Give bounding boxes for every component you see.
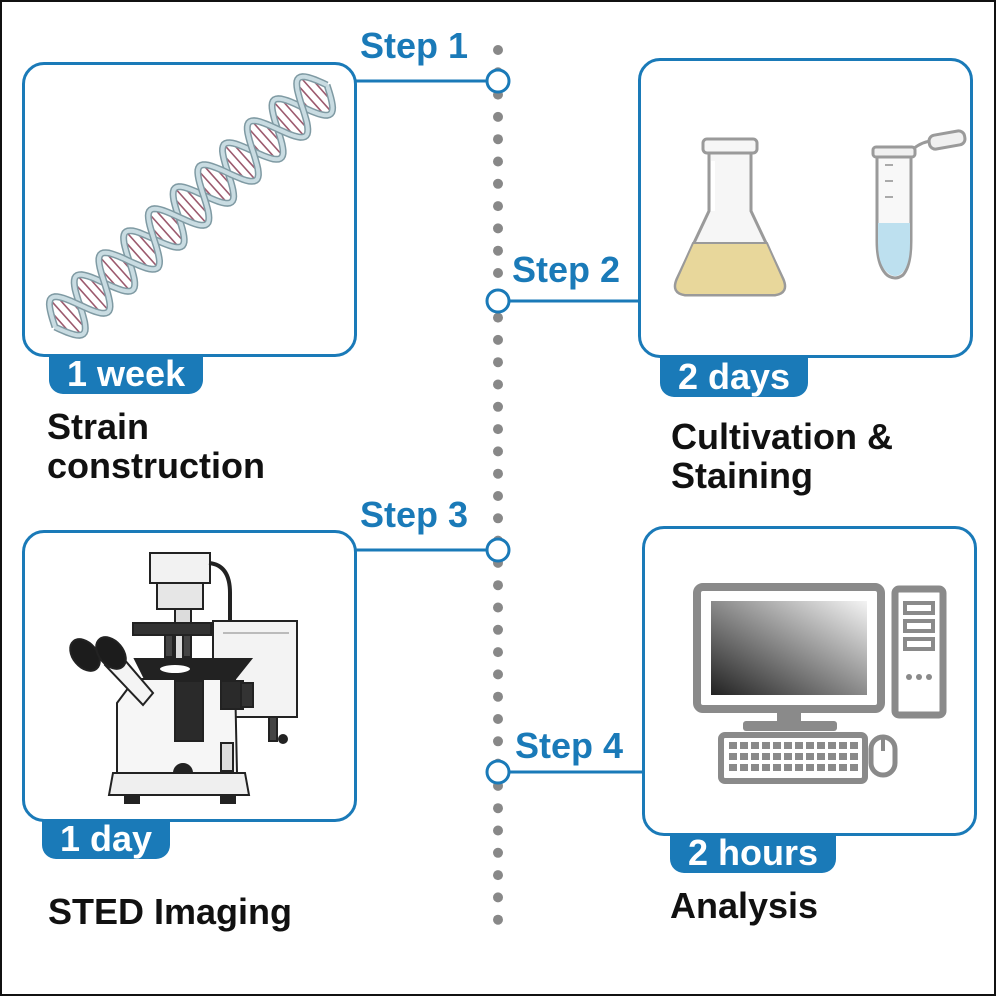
- timeline-node-step-4: [485, 759, 511, 785]
- step-1-caption-line-2: construction: [47, 445, 266, 486]
- timeline-dot: [493, 223, 503, 234]
- step-3-caption: STED Imaging: [48, 892, 292, 931]
- timeline-dot: [493, 691, 503, 702]
- step-4-caption: Analysis: [670, 886, 818, 925]
- step-3-panel: [22, 530, 357, 822]
- timeline-dot: [493, 624, 503, 635]
- timeline-dot: [493, 111, 503, 122]
- microcentrifuge-tube-icon: [871, 129, 967, 280]
- timeline-dot: [493, 357, 503, 368]
- flask-and-tube-icon: [673, 129, 967, 297]
- tower-case-icon: [891, 585, 947, 719]
- step-4-panel: [642, 526, 977, 836]
- timeline-dot: [493, 491, 503, 501]
- step-2-caption-line-2: Staining: [671, 455, 813, 496]
- keyboard-icon: [718, 732, 868, 784]
- timeline-dot: [493, 803, 503, 814]
- timeline-dot: [493, 914, 503, 925]
- timeline-dot: [493, 892, 503, 903]
- timeline-dot: [493, 446, 503, 457]
- timeline-node-step-3: [485, 537, 511, 563]
- step-2-caption-line-1: Cultivation &: [671, 416, 893, 457]
- timeline-dot: [493, 45, 503, 55]
- step-4-caption-line-1: Analysis: [670, 885, 819, 926]
- microscope-icon: [69, 552, 298, 804]
- erlenmeyer-flask-icon: [673, 137, 787, 297]
- step-2-panel: [638, 58, 973, 358]
- timeline-node-step-1: [485, 68, 511, 94]
- dna-double-helix-icon: [45, 73, 337, 339]
- timeline-dot: [493, 580, 503, 591]
- step-4-label: Step 4: [515, 725, 624, 766]
- step-1-panel: [22, 62, 357, 357]
- timeline-dot: [493, 714, 503, 724]
- timeline-dot: [493, 268, 503, 278]
- timeline-dot: [493, 669, 503, 680]
- timeline-dot: [493, 156, 503, 167]
- timeline-dot: [493, 825, 503, 836]
- step-1-caption-line-1: Strain: [47, 406, 150, 447]
- step-1-caption: Strain construction: [47, 407, 265, 485]
- timeline-dot: [493, 513, 503, 524]
- timeline-dot: [493, 201, 503, 212]
- timeline-dot: [493, 379, 503, 390]
- timeline-dot: [493, 647, 503, 658]
- timeline-dot: [493, 134, 503, 145]
- step-connectors: [354, 68, 644, 785]
- timeline-dot: [493, 468, 503, 479]
- step-3-caption-line-1: STED Imaging: [48, 891, 293, 932]
- timeline-dot: [493, 245, 503, 256]
- timeline-dotted-line: [493, 45, 503, 925]
- step-3-duration-badge: 1 day: [42, 819, 171, 859]
- timeline-dot: [493, 334, 503, 345]
- timeline-dot: [493, 870, 503, 881]
- timeline-dot: [493, 424, 503, 435]
- timeline-dot: [493, 178, 503, 189]
- timeline-node-step-2: [485, 288, 511, 314]
- step-4-duration-badge: 2 hours: [670, 833, 837, 873]
- timeline-dot: [493, 736, 503, 747]
- mouse-icon: [868, 734, 898, 778]
- step-2-duration-badge: 2 days: [660, 357, 809, 397]
- monitor-icon: [693, 583, 885, 731]
- timeline-dot: [493, 401, 503, 412]
- step-2-label: Step 2: [512, 249, 621, 290]
- step-3-label: Step 3: [360, 494, 469, 535]
- step-1-duration-badge: 1 week: [49, 354, 204, 394]
- step-2-caption: Cultivation & Staining: [671, 417, 893, 495]
- timeline-dot: [493, 602, 503, 613]
- timeline-dot: [493, 312, 503, 323]
- step-1-label: Step 1: [360, 25, 469, 66]
- computer-icon: [693, 583, 947, 784]
- timeline-dot: [493, 847, 503, 858]
